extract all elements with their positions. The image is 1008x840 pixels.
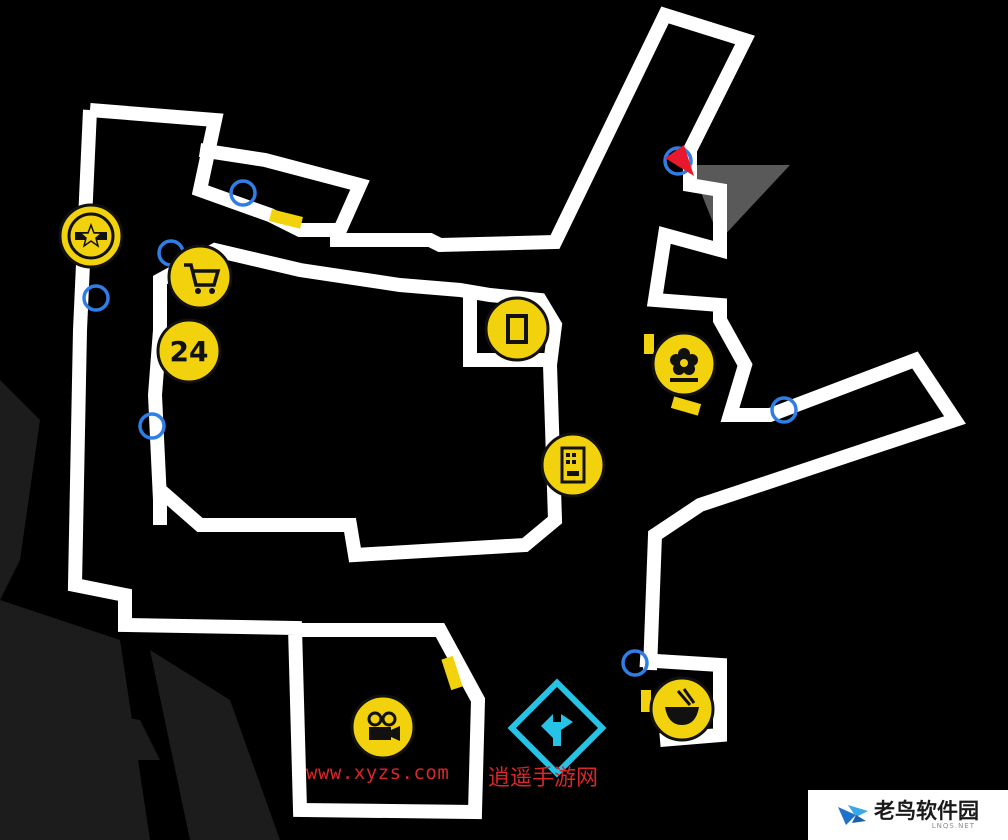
door-marker	[644, 334, 654, 354]
logo-subtitle: LNQS.NET	[931, 822, 975, 830]
waypoints	[82, 146, 798, 677]
vending-machine-icon[interactable]	[540, 432, 606, 498]
movie-theater-icon[interactable]	[350, 694, 416, 760]
waypoint[interactable]	[138, 412, 166, 440]
logo-title: 老鸟软件园	[874, 799, 979, 823]
open-24-hours-icon[interactable]: 24	[156, 318, 222, 384]
watermark-url: www.xyzs.com	[306, 762, 450, 784]
bird-logo-icon	[838, 805, 868, 825]
watermark-site-name: 逍遥手游网	[488, 766, 599, 791]
waypoint[interactable]	[663, 146, 693, 176]
flower-shop-icon[interactable]	[651, 331, 717, 397]
background-stripes	[0, 380, 280, 840]
door-markers	[269, 209, 702, 712]
exit-direction-icon[interactable]	[507, 678, 607, 778]
door-marker	[441, 655, 463, 691]
book-store-icon[interactable]	[484, 296, 550, 362]
shopping-cart-icon[interactable]	[167, 244, 233, 310]
door-marker	[269, 209, 303, 229]
map-walls	[67, 6, 966, 820]
ramen-shop-icon[interactable]	[649, 676, 715, 742]
door-marker	[670, 396, 702, 416]
waypoint[interactable]	[621, 649, 649, 677]
police-badge-icon[interactable]	[58, 203, 124, 269]
door-marker	[641, 690, 651, 712]
player-location-icon	[665, 145, 790, 240]
site-logo: 老鸟软件园 LNQS.NET	[808, 790, 1008, 840]
waypoint[interactable]	[82, 284, 110, 312]
open-24-hours-label: 24	[170, 335, 209, 368]
waypoint[interactable]	[770, 396, 798, 424]
waypoint[interactable]	[229, 179, 257, 207]
